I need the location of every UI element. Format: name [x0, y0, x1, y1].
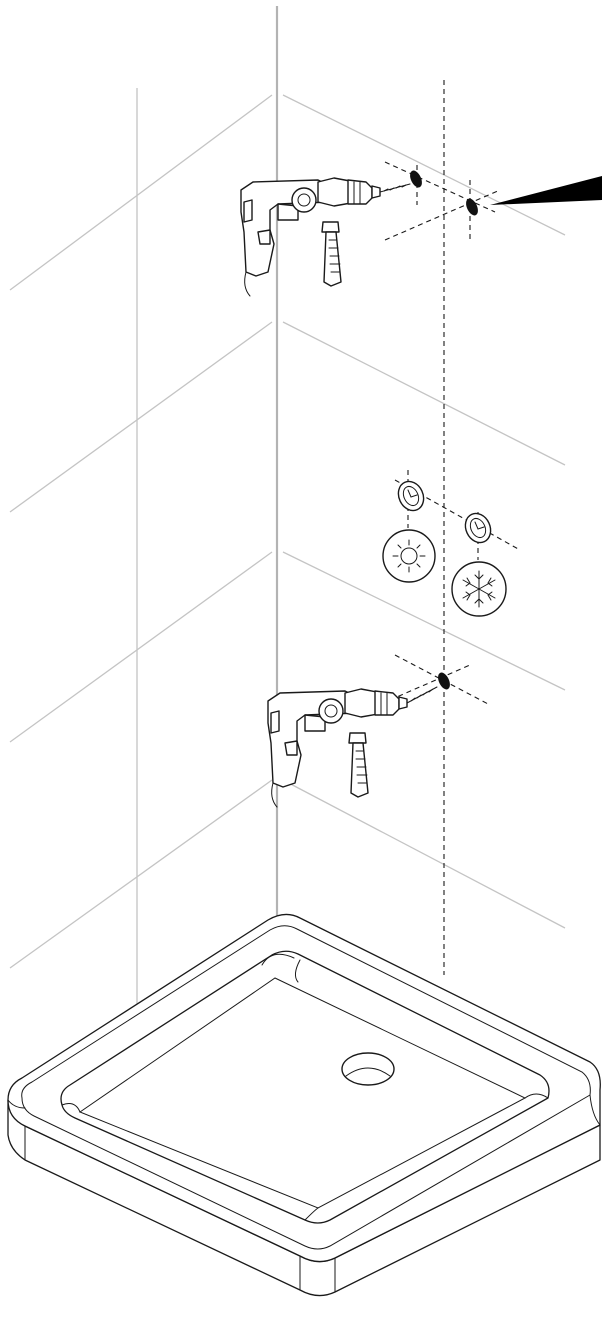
drain-hole: [341, 1052, 395, 1086]
wall-plug-lower: [389, 654, 491, 706]
sun-icon: [382, 529, 436, 583]
temperature-valves: [382, 470, 521, 617]
drill-upper: [240, 177, 411, 297]
snowflake-icon: [451, 561, 507, 617]
wall-tile-grid: [9, 6, 566, 1015]
wall-plugs-upper: [384, 161, 501, 241]
pointer-arrow: [490, 176, 602, 205]
hot-valve-plug: [397, 480, 425, 512]
drill-lower: [267, 686, 438, 808]
cold-valve-plug: [464, 512, 492, 544]
shower-tray: [7, 913, 601, 1297]
